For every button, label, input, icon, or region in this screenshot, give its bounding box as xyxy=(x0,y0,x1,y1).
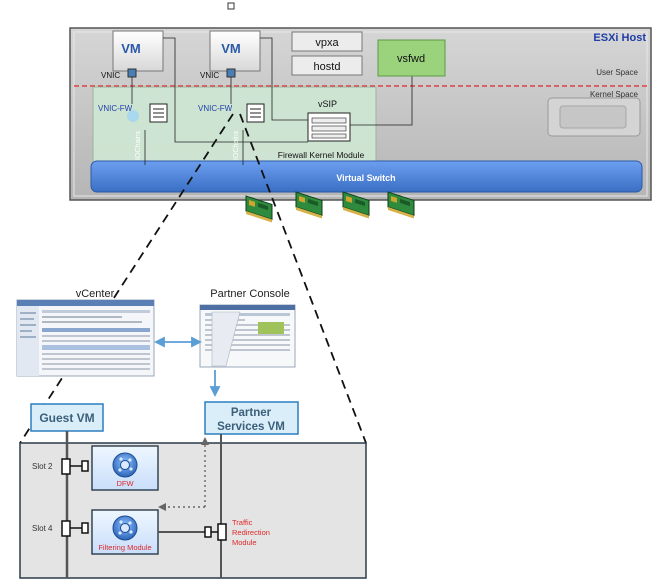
gear-icon xyxy=(112,515,138,541)
vm-2: VM VNIC xyxy=(200,30,261,80)
virtual-switch: Virtual Switch xyxy=(90,160,643,193)
vnic-fw-glow xyxy=(127,110,139,122)
fw-kernel-module-label: Firewall Kernel Module xyxy=(278,150,365,160)
zoom-lines xyxy=(19,113,367,444)
filtering-module-label: Filtering Module xyxy=(98,543,151,552)
traffic-redirection-line3: Module xyxy=(232,538,257,547)
console-link xyxy=(153,336,221,398)
esxi-host-label: ESXi Host xyxy=(593,32,646,44)
guest-vm-label: Guest VM xyxy=(39,411,94,425)
firewall-kernel-module xyxy=(307,112,351,142)
slot4-connector xyxy=(61,520,89,537)
partner-services-vm-box: Partner Services VM xyxy=(204,401,299,435)
hostd-label: hostd xyxy=(314,61,341,73)
vm-2-label: VM xyxy=(221,41,241,56)
traffic-redirection-connector xyxy=(204,523,227,541)
vnic-fw-label-2: VNIC-FW xyxy=(198,104,233,113)
vpxa-box: vpxa xyxy=(291,31,363,52)
gear-icon xyxy=(112,452,138,478)
vnic-fw-label-1: VNIC-FW xyxy=(98,104,133,113)
vm-1-label: VM xyxy=(121,41,141,56)
partner-services-label-line2: Services VM xyxy=(217,421,285,433)
vm-1-vnic-label: VNIC xyxy=(101,71,120,80)
dfw-label: DFW xyxy=(116,479,134,488)
slot2-label: Slot 2 xyxy=(32,462,53,471)
vcenter-label: vCenter xyxy=(76,288,115,300)
redirection-arrows xyxy=(163,442,206,508)
filtering-module-box: Filtering Module xyxy=(91,509,159,555)
vsfwd-box: vsfwd xyxy=(377,39,446,77)
vnic-fw-module-1 xyxy=(149,103,168,123)
redirection-arrowhead-left xyxy=(158,503,166,511)
traffic-redirection-line1: Traffic xyxy=(232,518,253,527)
hostd-box: hostd xyxy=(291,55,363,76)
guest-vm-box: Guest VM xyxy=(30,403,104,432)
slot2-connector xyxy=(61,458,89,475)
vnic-fw-module-2 xyxy=(246,103,265,123)
vm-2-vnic-port xyxy=(226,68,236,78)
partner-console-screenshot xyxy=(199,304,296,368)
traffic-redirection-line2: Redirection xyxy=(232,528,270,537)
redirection-arrowhead-up xyxy=(201,437,209,445)
nic-icon xyxy=(387,191,415,219)
slot4-label: Slot 4 xyxy=(32,524,53,533)
user-space-label: User Space xyxy=(596,68,638,77)
physical-nics xyxy=(245,191,415,223)
vsfwd-label: vsfwd xyxy=(397,53,425,65)
nic-icon xyxy=(342,191,370,219)
iochain-label-2: IOChains xyxy=(233,130,240,160)
partner-console-label: Partner Console xyxy=(210,288,290,300)
vcenter-screenshot xyxy=(16,299,155,377)
nic-icon xyxy=(295,191,323,219)
vm-1-vnic-port xyxy=(127,68,137,78)
partner-services-label-line1: Partner xyxy=(231,407,272,419)
nic-icon xyxy=(245,195,273,223)
dfw-box: DFW xyxy=(91,445,159,491)
top-marker xyxy=(227,2,235,10)
kernel-space-label: Kernel Space xyxy=(590,90,639,99)
vm-2-vnic-label: VNIC xyxy=(200,71,219,80)
iochain-label-1: IOChains xyxy=(135,130,142,160)
vm-1: VM VNIC xyxy=(101,30,164,80)
detail-panel xyxy=(19,442,367,579)
vpxa-label: vpxa xyxy=(315,37,339,49)
host-connections xyxy=(131,37,413,165)
virtual-switch-label: Virtual Switch xyxy=(336,173,395,183)
vsip-label: vSIP xyxy=(318,99,337,109)
